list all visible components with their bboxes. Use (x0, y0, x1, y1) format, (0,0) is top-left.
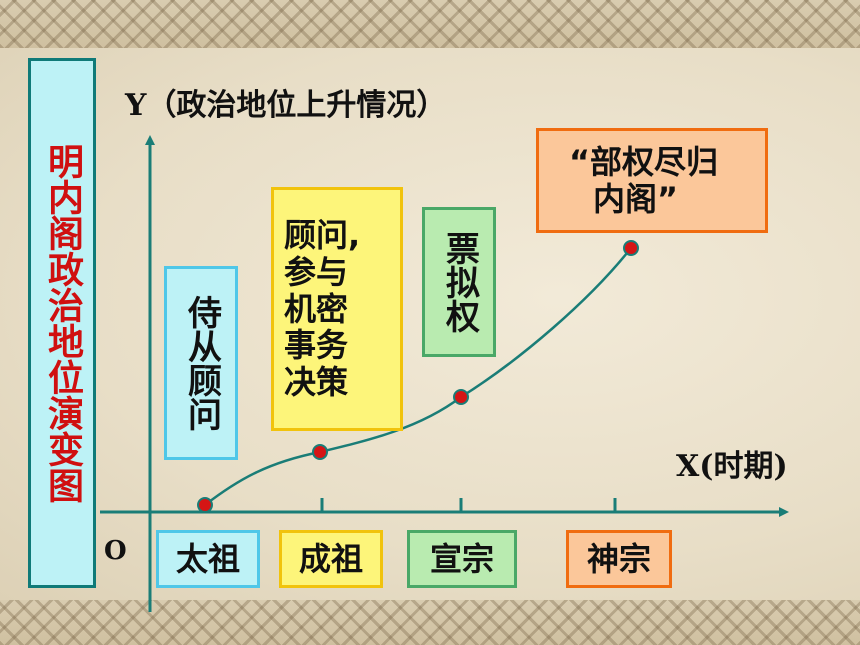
bottom-border-pattern (0, 600, 860, 645)
x-axis-label: X(时期) (676, 449, 788, 484)
y-axis-label: Y（政治地位上升情况） (125, 88, 447, 123)
period-xuanzong-label: 宣宗 (429, 539, 494, 578)
period-shenzong-label: 神宗 (586, 539, 651, 578)
period-chengzu-label: 成祖 (298, 539, 363, 578)
diagram-title-box: 明内阁政治地位演变图 (28, 58, 96, 588)
stage-chengzu-box: 顾问, 参与 机密 事务 决策 (271, 187, 403, 431)
period-xuanzong-box: 宣宗 (407, 530, 517, 588)
stage-taizu-box: 侍从顾问 (164, 266, 238, 460)
point-taizu (197, 497, 213, 513)
point-chengzu (312, 444, 328, 460)
origin-label: O (104, 536, 127, 566)
period-shenzong-box: 神宗 (566, 530, 672, 588)
diagram-title: 明内阁政治地位演变图 (42, 143, 83, 503)
stage-chengzu-line-3: 机密 (284, 289, 349, 328)
period-taizu-label: 太祖 (175, 539, 240, 578)
stage-chengzu-line-2: 参与 (284, 252, 349, 291)
stage-taizu-text: 侍从顾问 (181, 295, 222, 431)
top-border-pattern (0, 0, 860, 48)
stage-chengzu-line-5: 决策 (284, 363, 349, 402)
stage-shenzong-box: “部权尽归 内阁” (536, 128, 768, 233)
stage-shenzong-line-1: “部权尽归 (569, 142, 719, 181)
stage-chengzu-line-1: 顾问, (284, 216, 361, 254)
period-taizu-box: 太祖 (156, 530, 260, 588)
stage-xuanzong-box: 票拟权 (422, 207, 496, 357)
stage-xuanzong-text: 票拟权 (439, 231, 480, 333)
stage-shenzong-line-2: 内阁” (593, 179, 679, 218)
stage-chengzu-line-4: 事务 (284, 326, 349, 365)
growth-curve (204, 247, 632, 506)
point-shenzong (623, 240, 639, 256)
point-xuanzong (453, 389, 469, 405)
period-chengzu-box: 成祖 (279, 530, 383, 588)
